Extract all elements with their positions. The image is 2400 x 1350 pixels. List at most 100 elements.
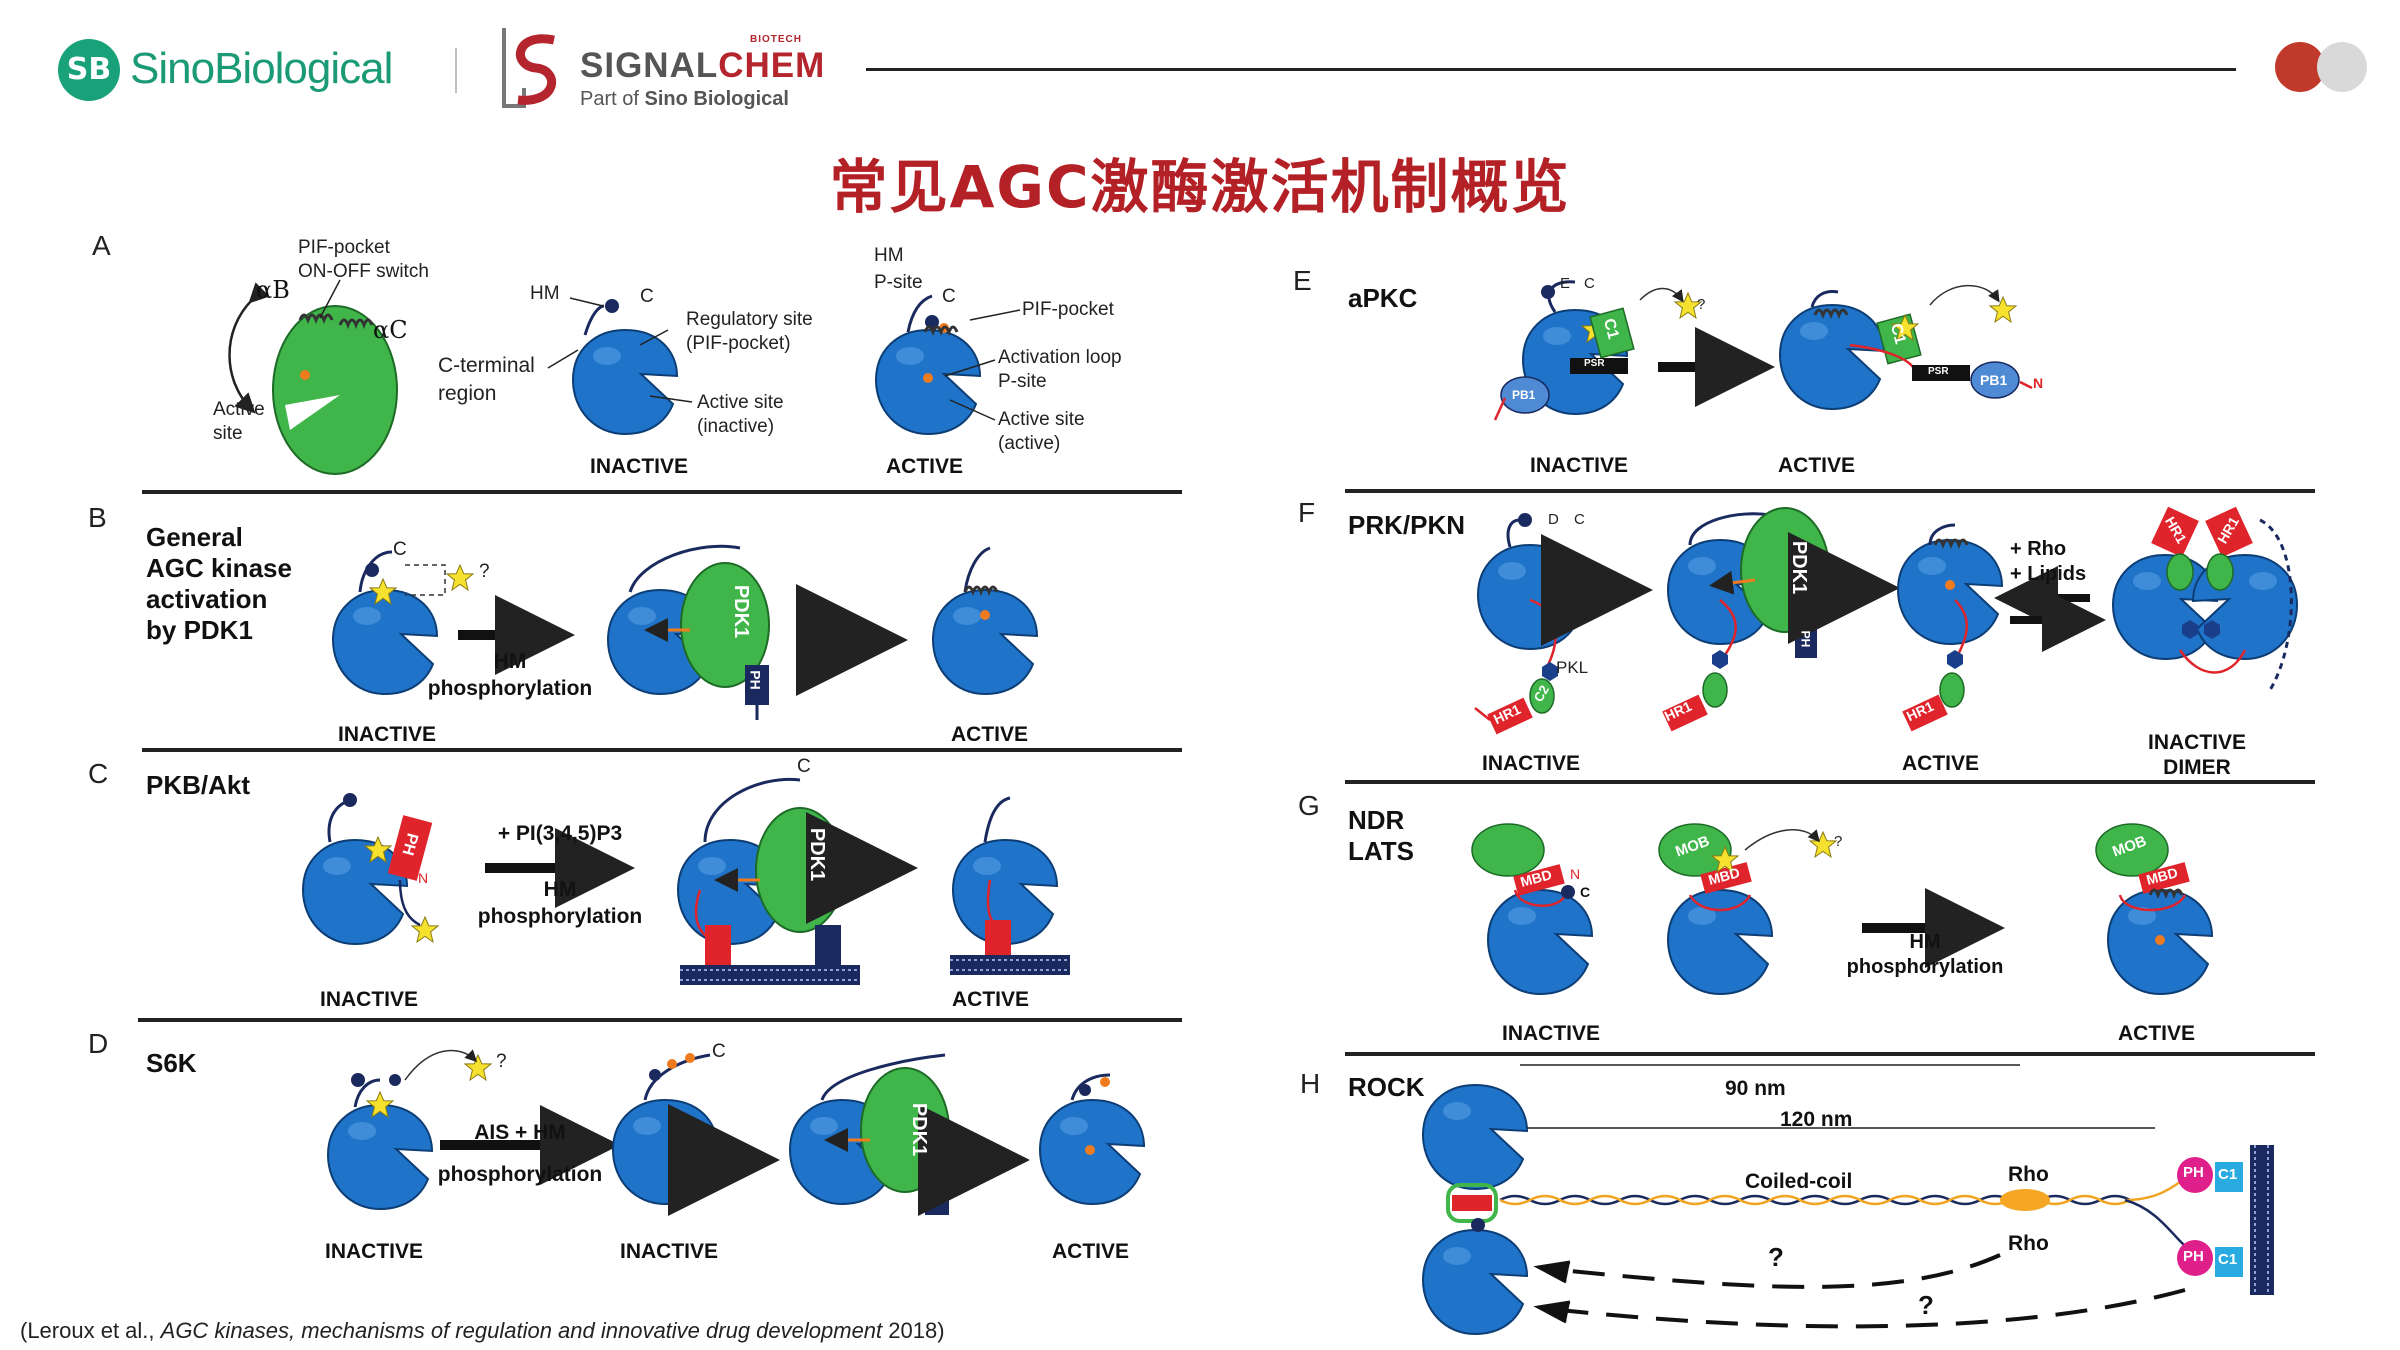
header-rule xyxy=(866,68,2236,71)
panel-c-arrow-top: + PI(3,4,5)P3 xyxy=(497,822,623,845)
panel-f-pkl: PKL xyxy=(1556,658,1589,677)
panel-e-title: aPKC xyxy=(1348,283,1418,313)
panel-d-arrow-text: AIS + HM phosphorylation xyxy=(437,1121,603,1186)
panel-e-e: E xyxy=(1560,275,1571,292)
panel-b-active: ACTIVE xyxy=(951,723,1029,746)
panel-a-hm2: HM xyxy=(874,245,904,266)
panel-c-active: ACTIVE xyxy=(952,988,1030,1011)
panel-c-n: N xyxy=(418,870,429,886)
separator-ab xyxy=(142,490,1182,494)
panel-b-q: ? xyxy=(479,561,490,582)
nav-dot-grey[interactable] xyxy=(2317,42,2367,92)
panel-f-ph: PH xyxy=(1798,630,1813,648)
panel-f-inactive-dimer: INACTIVE DIMER xyxy=(2148,731,2247,779)
panel-d-c: C xyxy=(712,1041,726,1062)
panel-c-label: C xyxy=(88,758,109,789)
panel-a-label: A xyxy=(92,230,111,261)
panel-c-c: C xyxy=(797,756,811,777)
panel-f-active: ACTIVE xyxy=(1902,752,1980,775)
panel-f-pdk1: PDK1 xyxy=(1788,540,1811,595)
panel-d-inactive: INACTIVE xyxy=(325,1240,424,1263)
panel-e-pb1: PB1 xyxy=(1512,388,1536,402)
separator-bc xyxy=(142,748,1182,752)
panel-a-active-site-active: Active site (active) xyxy=(998,409,1085,454)
panel-b-label: B xyxy=(88,502,107,533)
citation: (Leroux et al., AGC kinases, mechanisms … xyxy=(20,1318,945,1343)
panel-h-diagram xyxy=(1422,1064,2274,1335)
panel-g-active: ACTIVE xyxy=(2118,1022,2196,1045)
panel-c-pdk1: PDK1 xyxy=(806,827,829,882)
panel-f-title: PRK/PKN xyxy=(1348,510,1466,540)
panel-a-c2: C xyxy=(942,286,956,307)
panel-d-active: ACTIVE xyxy=(1052,1240,1130,1263)
sb-logo-text: SinoBiological xyxy=(130,44,393,93)
panel-d-title: S6K xyxy=(146,1048,197,1078)
panel-g-q: ? xyxy=(1834,833,1843,850)
panel-c-inactive: INACTIVE xyxy=(320,988,419,1011)
panel-e-q: ? xyxy=(1697,296,1706,313)
panel-a-regulatory-site: Regulatory site (PIF-pocket) xyxy=(686,309,813,354)
panel-e-psr-active: PSR xyxy=(1928,366,1949,377)
separator-cd xyxy=(138,1018,1182,1022)
signalchem-name: SIGNALCHEM xyxy=(580,46,825,86)
panel-f-inactive: INACTIVE xyxy=(1482,752,1581,775)
panel-a-active-site: Active site xyxy=(213,399,265,444)
panel-e-pb1-active: PB1 xyxy=(1980,372,2008,388)
separator-fg xyxy=(1345,780,2315,784)
panel-b-c: C xyxy=(393,539,407,560)
panel-f-diagram xyxy=(1474,506,2298,735)
panel-a-hm: HM xyxy=(530,283,560,304)
panel-b-arrow-text: HM phosphorylation xyxy=(427,650,593,700)
panel-a-pdk1-diagram xyxy=(228,279,398,475)
panel-e-psr: PSR xyxy=(1584,358,1605,369)
panel-b-diagram xyxy=(332,544,1038,720)
panel-c-arrow-bottom: HM phosphorylation xyxy=(477,878,643,928)
panel-h-rho-bottom: Rho xyxy=(2008,1232,2049,1255)
alpha-b-label: αB xyxy=(256,276,290,304)
panel-g-arrow-text: HM phosphorylation xyxy=(1846,931,2004,978)
panel-e-c: C xyxy=(1584,275,1595,292)
panel-h-c1-bottom: C1 xyxy=(2218,1251,2238,1268)
panel-a-c-terminal: C-terminal region xyxy=(438,354,535,405)
panel-b-ph: PH xyxy=(747,670,764,690)
sino-biological-logo: SB SinoBiological xyxy=(58,36,518,106)
slide-nav-dots[interactable] xyxy=(2275,42,2367,92)
signalchem-name-b: CHEM xyxy=(718,46,826,85)
signalchem-part-of: Part of Sino Biological xyxy=(580,88,789,110)
panel-e-inactive: INACTIVE xyxy=(1530,454,1629,477)
panel-f-c: C xyxy=(1574,511,1585,528)
panel-a-inactive: INACTIVE xyxy=(590,455,689,478)
panel-h-ph-top: PH xyxy=(2183,1164,2204,1181)
panel-f-d: D xyxy=(1548,511,1559,528)
alpha-c-label: αC xyxy=(373,316,408,344)
panel-e-active: ACTIVE xyxy=(1778,454,1856,477)
panel-h-title: ROCK xyxy=(1348,1072,1425,1102)
signalchem-s-mark-icon xyxy=(502,28,557,108)
panel-h-coiled-coil: Coiled-coil xyxy=(1745,1170,1853,1193)
panel-e-label: E xyxy=(1293,265,1312,296)
separator-ef xyxy=(1345,489,2315,493)
panel-h-c1-top: C1 xyxy=(2218,1166,2238,1183)
panel-d-diagram xyxy=(327,1049,1145,1216)
panel-a-active-site-inactive: Active site (inactive) xyxy=(697,392,784,437)
panel-a-activation-loop: Activation loop P-site xyxy=(998,347,1122,392)
panel-e-diagram xyxy=(1493,280,2033,421)
panel-f-label: F xyxy=(1298,497,1316,528)
panel-a-p-site: P-site xyxy=(874,272,923,293)
signalchem-logo: BIOTECH SIGNALCHEM Part of Sino Biologic… xyxy=(494,22,824,114)
panel-d-q: ? xyxy=(496,1051,507,1072)
panel-g-title: NDR LATS xyxy=(1348,805,1414,866)
panel-e-n: N xyxy=(2033,375,2044,391)
panel-c-title: PKB/Akt xyxy=(146,770,251,800)
panel-f-rho-lipids: + Rho + Lipids xyxy=(2010,538,2087,585)
panel-d-inactive2: INACTIVE xyxy=(620,1240,719,1263)
signalchem-name-a: SIGNAL xyxy=(580,46,719,85)
panel-a-inactive-kinase xyxy=(547,297,693,435)
nav-dot-red[interactable] xyxy=(2275,42,2325,92)
panel-h-rho-top: Rho xyxy=(2008,1163,2049,1186)
panel-b-inactive: INACTIVE xyxy=(338,723,437,746)
panel-h-ph-bottom: PH xyxy=(2183,1248,2204,1265)
panel-a-active-kinase xyxy=(875,294,1021,435)
panel-b-pdk1: PDK1 xyxy=(730,584,753,639)
signalchem-biotech: BIOTECH xyxy=(750,34,802,45)
